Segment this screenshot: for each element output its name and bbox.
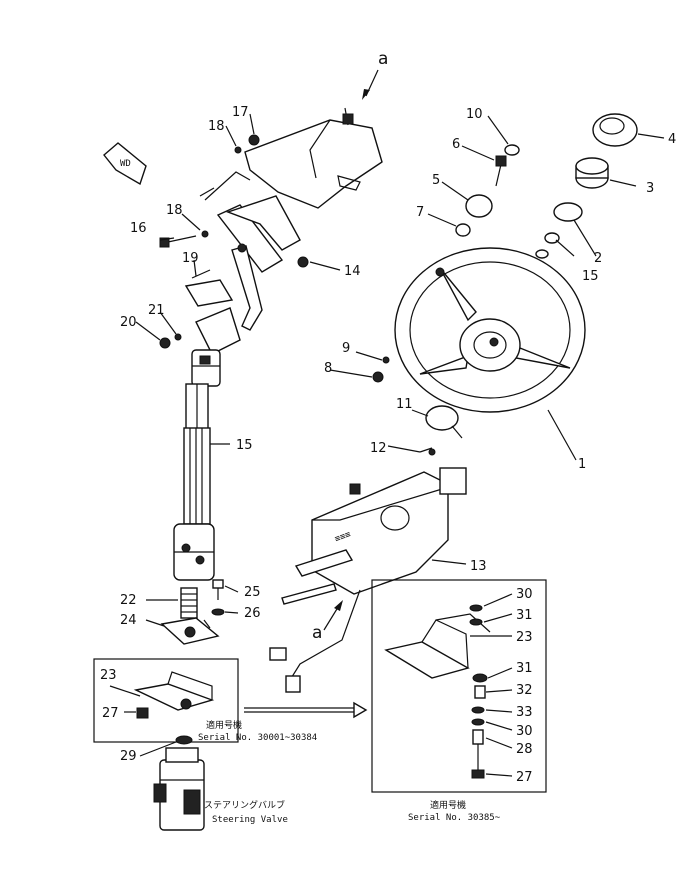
- callout-28: 28: [516, 742, 533, 757]
- bolt-25: [211, 579, 225, 616]
- column-bracket: [199, 171, 301, 273]
- callout-15b: 15: [582, 269, 599, 284]
- callout-3: 3: [646, 181, 654, 196]
- callout-27a: 27: [102, 706, 119, 721]
- left-hardware: [159, 134, 309, 349]
- tilt-lever: [184, 243, 263, 355]
- callout-23a: 23: [100, 668, 117, 683]
- callout-numbers: 1 2 3 4 5 6 7 8 9 10 11 12 13 14 15 15 1…: [100, 105, 676, 785]
- callout-7: 7: [416, 205, 424, 220]
- inset-right-serial-jp: 適用号機: [430, 799, 466, 811]
- callout-18b: 18: [166, 203, 183, 218]
- spline-shaft: [180, 587, 198, 619]
- callout-29: 29: [120, 749, 137, 764]
- callout-6: 6: [452, 137, 460, 152]
- svg-text:WD: WD: [120, 159, 131, 169]
- transition-arrow: [244, 701, 368, 719]
- column-cover-upper: [244, 107, 383, 209]
- inset-left: [93, 658, 239, 743]
- callout-11: 11: [396, 397, 413, 412]
- callout-12: 12: [370, 441, 387, 456]
- callout-30a: 30: [516, 587, 533, 602]
- callout-32: 32: [516, 683, 533, 698]
- callout-31b: 31: [516, 661, 533, 676]
- callout-2: 2: [594, 251, 602, 266]
- callout-9: 9: [342, 341, 350, 356]
- callout-1: 1: [578, 457, 586, 472]
- callout-33: 33: [516, 705, 533, 720]
- nut-8-washer-9: [372, 356, 390, 383]
- captions: 適用号機 Serial No. 30001~30384 適用号機 Serial …: [198, 719, 501, 825]
- callout-18a: 18: [208, 119, 225, 134]
- callout-27b: 27: [516, 770, 533, 785]
- nut-washer-15: [535, 232, 560, 259]
- callout-22: 22: [120, 593, 137, 608]
- callout-31a: 31: [516, 608, 533, 623]
- callout-30b: 30: [516, 724, 533, 739]
- reference-arrow-a-top: a: [362, 49, 388, 100]
- steering-wheel: [394, 247, 586, 413]
- callout-10: 10: [466, 107, 483, 122]
- svg-text:a: a: [378, 49, 388, 69]
- callout-24: 24: [120, 613, 137, 628]
- inset-right-serial: Serial No. 30385~: [408, 813, 501, 823]
- callout-21: 21: [148, 303, 165, 318]
- horn-contact: [575, 157, 609, 189]
- column-housing: ≡≡≡: [269, 467, 467, 693]
- callout-26: 26: [244, 606, 261, 621]
- front-direction-icon: WD: [103, 142, 147, 186]
- steering-valve: [153, 747, 205, 831]
- callout-16: 16: [130, 221, 147, 236]
- horn-button: [592, 113, 638, 147]
- callout-23b: 23: [516, 630, 533, 645]
- mounting-plate: [160, 617, 220, 645]
- horn-ring: [553, 202, 583, 222]
- inset-right: [371, 579, 547, 793]
- nut-7: [455, 223, 471, 237]
- callout-19: 19: [182, 251, 199, 266]
- cap-5: [465, 194, 493, 218]
- reference-arrow-a-mid: a: [312, 600, 343, 643]
- callout-13: 13: [470, 559, 487, 574]
- leader-lines: [109, 113, 665, 777]
- universal-joint-lower: [173, 523, 215, 581]
- callout-8: 8: [324, 361, 332, 376]
- inset-left-serial-jp: 適用号機: [206, 719, 242, 731]
- callout-20: 20: [120, 315, 137, 330]
- universal-joint-upper: [191, 349, 221, 387]
- callout-17: 17: [232, 105, 249, 120]
- cap-10: [504, 144, 520, 156]
- svg-text:a: a: [312, 623, 322, 643]
- callout-25: 25: [244, 585, 261, 600]
- steering-valve-jp: ステアリングバルブ: [204, 799, 285, 811]
- callout-5: 5: [432, 173, 440, 188]
- cover-11: [425, 405, 463, 439]
- screw-12: [419, 447, 436, 456]
- callout-4: 4: [668, 132, 676, 147]
- callout-15a: 15: [236, 438, 253, 453]
- steering-valve-en: Steering Valve: [212, 815, 288, 825]
- inset-left-serial: Serial No. 30001~30384: [198, 733, 317, 743]
- intermediate-shaft: [183, 383, 211, 525]
- washer-29: [175, 735, 193, 745]
- stud-6: [495, 155, 507, 187]
- callout-14: 14: [344, 264, 361, 279]
